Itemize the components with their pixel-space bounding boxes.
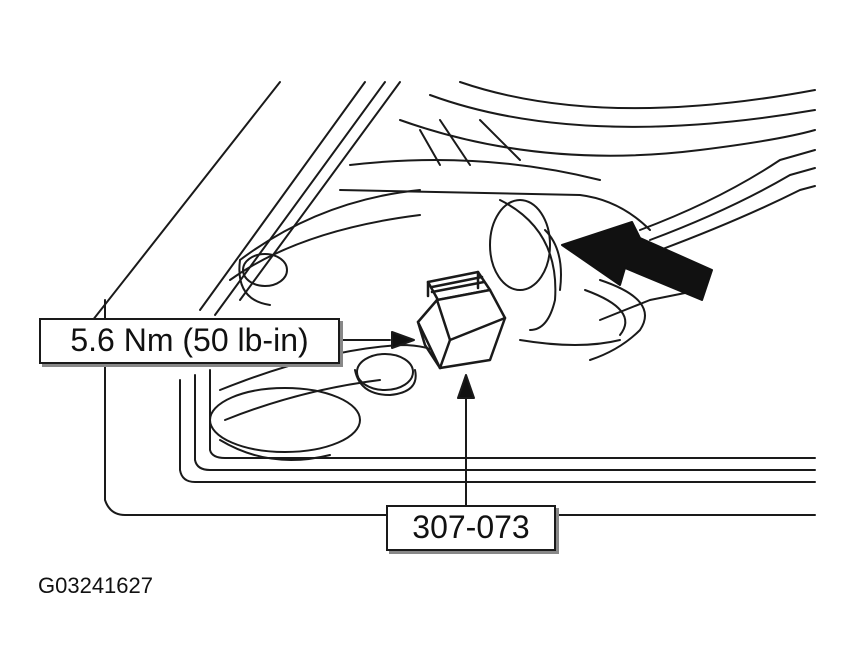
frame-lines [84,81,401,331]
ribbed-section [519,149,816,361]
torque-leader-arrow [336,331,415,349]
housing-curves [339,81,816,231]
figure-id-label: G03241627 [38,573,153,598]
drain-plug [416,270,507,370]
part-number-label: 307-073 [386,505,556,551]
pan-body [209,189,562,461]
direction-arrow-icon [561,221,713,301]
part-leader-arrow [457,374,475,506]
torque-spec-label: 5.6 Nm (50 lb-in) [39,318,340,364]
pan-rails [104,299,816,516]
